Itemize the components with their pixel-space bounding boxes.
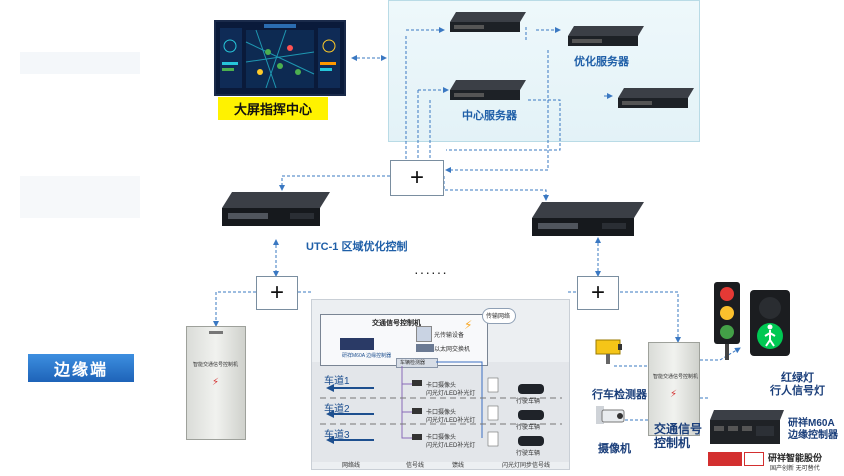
network-switch-symbol: + — [256, 276, 298, 310]
edge-side-label: 边缘端 — [28, 354, 134, 382]
cabinet-label: 智能交通信号控制机 — [653, 374, 699, 380]
legend-network: 网络线 — [342, 463, 361, 469]
car-label: 行驶车辆 — [516, 399, 541, 405]
utc-server-right — [530, 200, 646, 240]
utc-server-left — [220, 190, 332, 230]
camera-label: 摄像机 — [598, 443, 631, 455]
big-screen-label: 大屏指挥中心 — [218, 97, 328, 120]
car-label: 行驶车辆 — [516, 451, 541, 457]
server-unit — [448, 78, 528, 102]
server-unit — [616, 86, 696, 110]
lane-item-a: 卡口摄像头 — [426, 435, 457, 441]
signal-controller-label: 交通信号 控制机 — [654, 422, 703, 450]
cloud-icon — [482, 308, 516, 324]
pedestrian-signal-icon — [750, 290, 790, 360]
ethernet-switch-label: 以太网交换机 — [434, 347, 471, 353]
brand-logo — [708, 452, 742, 466]
vehicle-detector-label: 行车检测器 — [592, 389, 647, 401]
fiber-device-icon — [416, 326, 432, 342]
detector-label: 车辆检测器 — [400, 360, 426, 366]
switch-icon — [416, 344, 434, 352]
warning-icon: ⚡ — [212, 377, 220, 388]
cloud-label: 传输网络 — [486, 314, 511, 320]
legend-signal: 信号线 — [406, 463, 425, 469]
lane-item-a: 卡口摄像头 — [426, 383, 457, 389]
controller-title: 交通信号控制机 — [372, 320, 421, 327]
central-server-label: 中心服务器 — [462, 110, 517, 122]
edge-controller-device — [708, 408, 786, 446]
signal-cabinet-right: 智能交通信号控制机 ⚡ — [648, 342, 700, 436]
map-dashboard-icon — [216, 22, 344, 94]
lane-item-b: 闪光灯/LED补光灯 — [426, 391, 476, 397]
lane-item-a: 卡口摄像头 — [426, 410, 457, 416]
m60a-device-icon — [340, 338, 374, 350]
legend-flash-sync: 闪光灯同步信号线 — [502, 463, 551, 469]
m60a-label: 研祥M60A 边缘控制器 — [342, 353, 392, 359]
lane-item-b: 闪光灯/LED补光灯 — [426, 443, 476, 449]
server-unit — [448, 10, 528, 34]
fiber-device-label: 光传输设备 — [434, 333, 465, 339]
car-label: 行驶车辆 — [516, 425, 541, 431]
ellipsis: ······ — [414, 264, 448, 280]
network-switch-symbol: + — [577, 276, 619, 310]
cabinet-label: 智能交通信号控制机 — [193, 362, 239, 368]
network-switch-symbol: + — [390, 160, 444, 196]
utc-region-label: UTC-1 区域优化控制 — [306, 241, 408, 253]
edge-controller-label: 研祥M60A 边缘控制器 — [788, 418, 838, 441]
lane-2-label: 车道2 — [324, 404, 350, 415]
lightning-icon: ⚡ — [464, 318, 473, 332]
lane-1-label: 车道1 — [324, 376, 350, 387]
vehicle-detector-icon — [594, 336, 624, 366]
server-unit — [566, 24, 646, 48]
optimization-server-label: 优化服务器 — [574, 56, 629, 68]
server-cluster-panel — [388, 0, 700, 142]
signal-cabinet-left: 智能交通信号控制机 ⚡ — [186, 326, 246, 440]
faint-block — [20, 176, 140, 218]
warning-icon: ⚡ — [670, 389, 678, 400]
big-screen-display — [214, 20, 346, 96]
lane-item-b: 闪光灯/LED补光灯 — [426, 418, 476, 424]
brand-name: 研祥智能股份 — [768, 453, 823, 463]
detector-box — [396, 358, 438, 368]
brand-badge — [744, 452, 764, 466]
faint-block — [20, 52, 140, 74]
traffic-light-icon — [712, 282, 742, 360]
traffic-lights-label: 红绿灯 行人信号灯 — [770, 372, 825, 397]
lane-3-label: 车道3 — [324, 430, 350, 441]
legend-feeder: 馈线 — [452, 463, 465, 469]
brand-slogan: 国产创新 无可替代 — [770, 466, 820, 472]
camera-icon — [596, 404, 626, 432]
intersection-lanes-panel: 交通信号控制机 研祥M60A 边缘控制器 光传输设备 以太网交换机 车辆检测器 … — [311, 299, 570, 470]
lane-wiring — [320, 361, 562, 447]
